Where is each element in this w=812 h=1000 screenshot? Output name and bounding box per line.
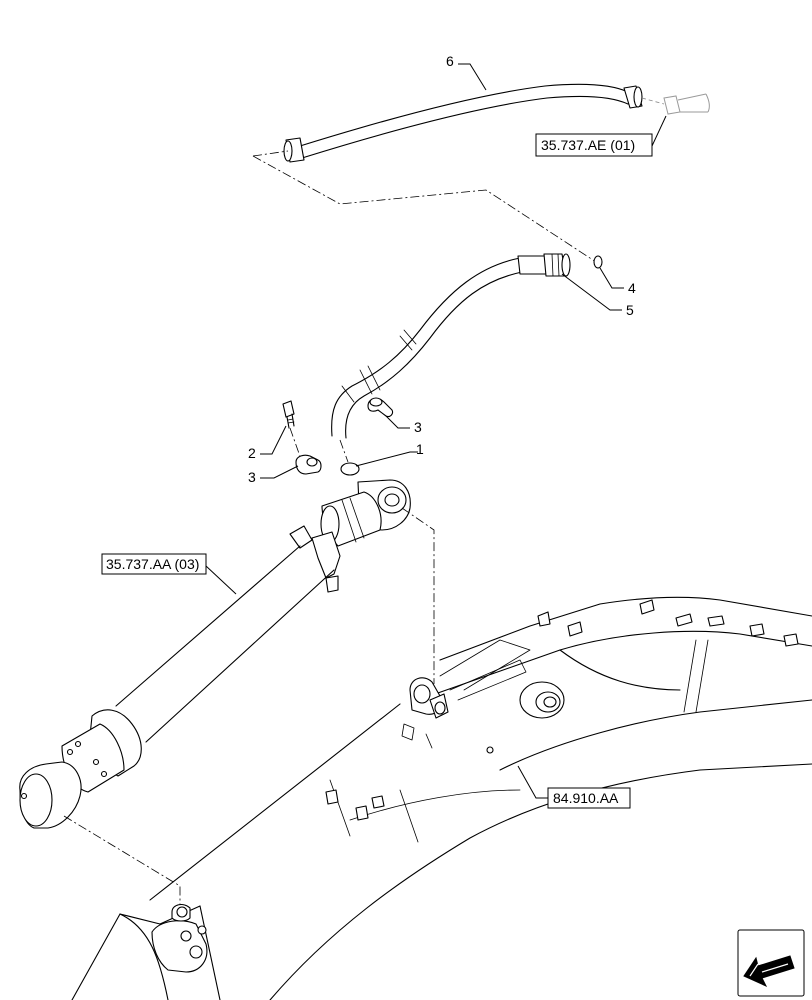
ref-hose-text: 35.737.AE (01) xyxy=(541,137,635,153)
o-ring-axis xyxy=(339,439,349,463)
assembly-line-rod-pin xyxy=(401,507,435,684)
assembly-line-upper xyxy=(252,150,289,157)
o-ring-4[interactable] xyxy=(593,255,603,269)
navigation-arrow-icon[interactable] xyxy=(737,929,805,997)
callout-5-text: 5 xyxy=(626,302,634,318)
pipe-connection xyxy=(641,93,710,115)
callout-6: 6 xyxy=(446,53,487,91)
ref-cylinder[interactable]: 35.737.AA (03) xyxy=(101,553,237,595)
callout-2: 2 xyxy=(248,425,287,461)
assembly-line-plane xyxy=(252,155,597,263)
hose-5[interactable] xyxy=(331,253,571,439)
assembly-line-rear-pin xyxy=(63,815,181,912)
boom[interactable] xyxy=(149,596,812,1000)
bolt-2[interactable] xyxy=(282,400,295,429)
arm-structure[interactable] xyxy=(71,903,221,1000)
callout-4: 4 xyxy=(599,267,636,296)
o-ring-1[interactable] xyxy=(340,462,360,476)
callout-5: 5 xyxy=(561,273,634,318)
callout-1: 1 xyxy=(355,441,424,467)
clamp-3-lower[interactable] xyxy=(295,454,322,475)
callout-2-text: 2 xyxy=(248,445,256,461)
ref-boom-text: 84.910.AA xyxy=(553,790,619,806)
ref-boom[interactable]: 84.910.AA xyxy=(517,765,631,809)
callout-3-upper-text: 3 xyxy=(414,419,422,435)
callout-1-text: 1 xyxy=(416,441,424,457)
clamp-3-upper[interactable] xyxy=(367,397,394,418)
ref-cylinder-text: 35.737.AA (03) xyxy=(106,556,199,572)
callout-6-text: 6 xyxy=(446,53,454,69)
callout-3-upper: 3 xyxy=(385,415,422,435)
ref-hose[interactable]: 35.737.AE (01) xyxy=(535,115,667,157)
callout-3-lower: 3 xyxy=(248,465,299,485)
callout-3-lower-text: 3 xyxy=(248,469,256,485)
hose-6[interactable] xyxy=(283,83,643,163)
callout-4-text: 4 xyxy=(628,280,636,296)
arm-cylinder[interactable] xyxy=(19,479,411,829)
